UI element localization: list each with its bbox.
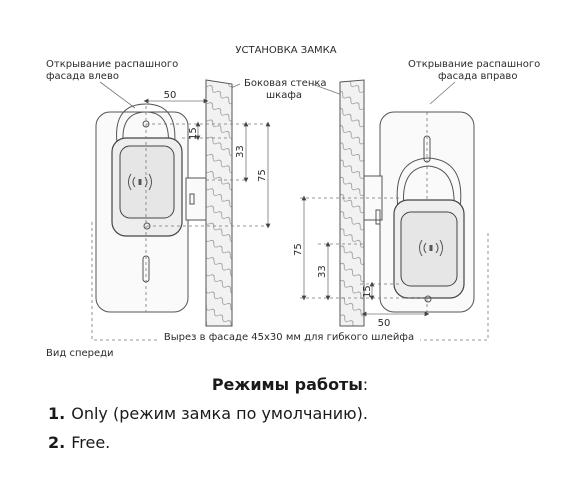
wall-caption-line2: шкафа [266,90,302,101]
cutout-caption: Вырез в фасаде 45х30 мм для гибкого шлей… [164,332,414,343]
modes-title-text: Режимы работы [211,375,363,394]
modes-title: Режимы работы: [0,375,580,394]
mode-text: Free. [71,433,111,452]
right-hook-inner [403,165,455,209]
right-15-dim: 15 [362,285,373,298]
right-rfid-icon [419,239,443,257]
modes-list: 1. Only (режим замка по умолчанию). 2. Fre… [0,404,580,452]
right-assembly [363,111,475,313]
right-caption-line1: Открывание распашного [408,59,540,70]
modes-title-colon: : [362,375,369,394]
left-15-dim: 15 [188,127,199,140]
right-lock-panel [400,211,458,287]
mode-item: 1. Only (режим замка по умолчанию). [48,404,580,423]
left-caption-line1: Открывание распашного [46,59,178,70]
mode-item: 2. Free. [48,433,580,452]
lock-installation-diagram: УСТАНОВКА ЗАМКА Открывание распашного фа… [46,45,540,359]
left-hook-arm [116,103,176,151]
diagram-title: УСТАНОВКА ЗАМКА [235,45,336,56]
right-75-dim: 75 [293,243,304,256]
left-75-dim: 75 [257,169,268,182]
right-caption-leader [429,81,456,105]
front-view-caption: Вид спереди [46,348,114,359]
left-bracket [185,177,207,221]
left-bracket-slot [189,193,195,205]
right-33-dim: 33 [317,265,328,278]
mode-number: 2. [48,433,66,452]
left-caption-leader [99,81,136,109]
mode-text: Only (режим замка по умолчанию). [71,404,368,423]
left-assembly [95,103,207,313]
right-bottom-screw [424,295,432,303]
left-33-dim: 33 [235,145,246,158]
left-rfid-icon [128,173,152,191]
wall-caption-line1: Боковая стенка [244,78,327,89]
right-cabinet-wall [339,79,365,327]
right-width-dim: 50 [378,318,391,329]
right-bracket-slot [375,209,381,225]
mode-number: 1. [48,404,66,423]
right-caption-line2: фасада вправо [438,71,517,82]
left-caption-line2: фасада влево [46,71,119,82]
operating-modes-section: Режимы работы: 1. Only (режим замка по ум… [0,375,580,462]
right-hook-arm [396,157,462,209]
left-cabinet-wall [205,79,233,327]
left-width-dim: 50 [164,90,177,101]
cutout-caption-bg [158,329,420,345]
